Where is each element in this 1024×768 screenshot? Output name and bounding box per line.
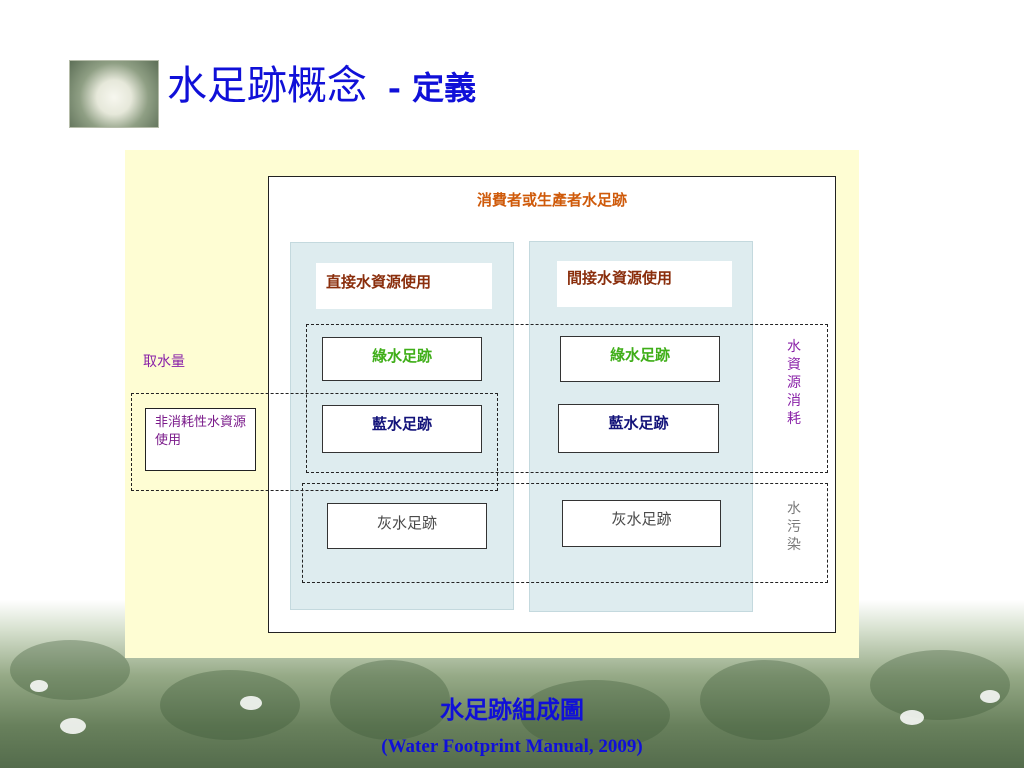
water-pollution-label: 水污染 [787, 501, 801, 553]
diagram-caption: 水足跡組成圖 [440, 695, 584, 724]
non-consumptive-use-box: 非消耗性水資源使用 [145, 408, 256, 471]
water-consumption-label: 水資源消耗 [787, 339, 801, 427]
calla-lily-logo [69, 60, 159, 128]
page-title: 水足跡概念 - 定義 [167, 66, 476, 106]
water-intake-group [131, 393, 498, 491]
diagram-source: (Water Footprint Manual, 2009) [381, 736, 643, 757]
indirect-blue-footprint: 藍水足跡 [558, 404, 719, 453]
water-pollution-group [302, 483, 828, 583]
direct-green-footprint: 綠水足跡 [322, 337, 482, 381]
title-main: 水足跡概念 [167, 63, 367, 109]
title-sub: - 定義 [387, 69, 477, 107]
water-intake-label: 取水量 [143, 354, 185, 370]
water-consumption-group [306, 324, 828, 473]
indirect-grey-footprint: 灰水足跡 [562, 500, 721, 547]
direct-use-header: 直接水資源使用 [316, 263, 492, 309]
indirect-green-footprint: 綠水足跡 [560, 336, 720, 382]
direct-grey-footprint: 灰水足跡 [327, 503, 487, 549]
indirect-use-header: 間接水資源使用 [557, 261, 732, 307]
direct-blue-footprint: 藍水足跡 [322, 405, 482, 453]
consumer-producer-label: 消費者或生產者水足跡 [476, 191, 627, 209]
